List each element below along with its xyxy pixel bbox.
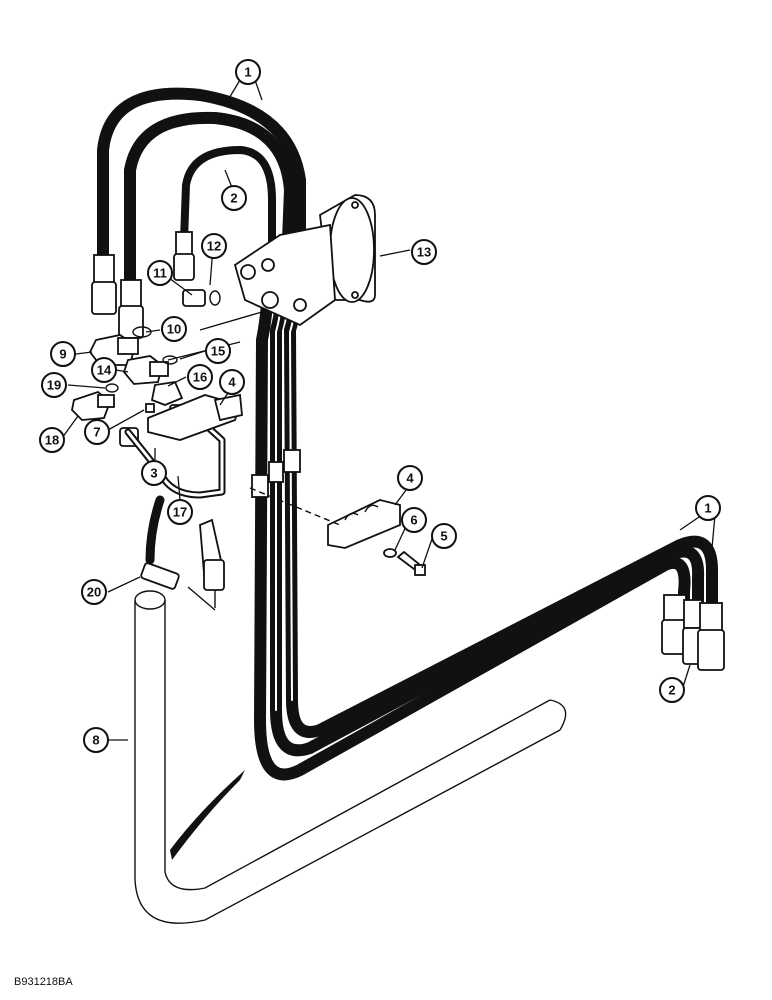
- callout-20-label: 20: [87, 585, 101, 600]
- callout-6-label: 6: [410, 513, 417, 528]
- callout-11: 11: [147, 260, 173, 286]
- hose-piece: [140, 495, 225, 611]
- callout-15: 15: [205, 338, 231, 364]
- callout-5-label: 5: [440, 529, 447, 544]
- callout-8-label: 8: [92, 733, 99, 748]
- callout-17-label: 17: [173, 505, 187, 520]
- callout-19: 19: [41, 372, 67, 398]
- callout-4a-label: 4: [228, 375, 236, 390]
- callout-8: 8: [83, 727, 109, 753]
- callout-2b-label: 2: [668, 683, 675, 698]
- callout-18-label: 18: [45, 433, 59, 448]
- callout-5: 5: [431, 523, 457, 549]
- callout-1b: 1: [695, 495, 721, 521]
- callout-17: 17: [167, 499, 193, 525]
- callout-10-label: 10: [167, 322, 181, 337]
- leader-lines: [61, 79, 716, 741]
- callout-10: 10: [161, 316, 187, 342]
- callout-1a: 1: [235, 59, 261, 85]
- long-hose-assembly: [251, 224, 725, 781]
- callout-20: 20: [81, 579, 107, 605]
- callout-14: 14: [91, 357, 117, 383]
- upper-hose-loops: [91, 87, 306, 339]
- callout-9-label: 9: [59, 347, 66, 362]
- callout-16-label: 16: [193, 370, 207, 385]
- callout-18: 18: [39, 427, 65, 453]
- callout-13-label: 13: [417, 245, 431, 260]
- callout-7: 7: [84, 419, 110, 445]
- callout-2a-label: 2: [230, 191, 237, 206]
- callout-1a-label: 1: [244, 65, 251, 80]
- figure-id: B931218BA: [14, 976, 73, 988]
- callout-3-label: 3: [150, 466, 157, 481]
- callout-19-label: 19: [47, 378, 61, 393]
- callout-9: 9: [50, 341, 76, 367]
- callout-1b-label: 1: [704, 501, 711, 516]
- callout-2a: 2: [221, 185, 247, 211]
- callout-3: 3: [141, 460, 167, 486]
- callout-15-label: 15: [211, 344, 225, 359]
- lower-clamp: [249, 487, 426, 576]
- callout-14-label: 14: [97, 363, 112, 378]
- hydraulic-motor: [233, 194, 376, 327]
- callout-12: 12: [201, 233, 227, 259]
- callout-4a: 4: [219, 369, 245, 395]
- callout-7-label: 7: [93, 425, 100, 440]
- callout-11-label: 11: [153, 266, 167, 281]
- callout-4b-label: 4: [406, 471, 414, 486]
- callout-13: 13: [411, 239, 437, 265]
- callout-4b: 4: [397, 465, 423, 491]
- callout-2b: 2: [659, 677, 685, 703]
- callout-12-label: 12: [207, 239, 221, 254]
- frame-tube: [134, 590, 567, 924]
- callout-6: 6: [401, 507, 427, 533]
- callout-16: 16: [187, 364, 213, 390]
